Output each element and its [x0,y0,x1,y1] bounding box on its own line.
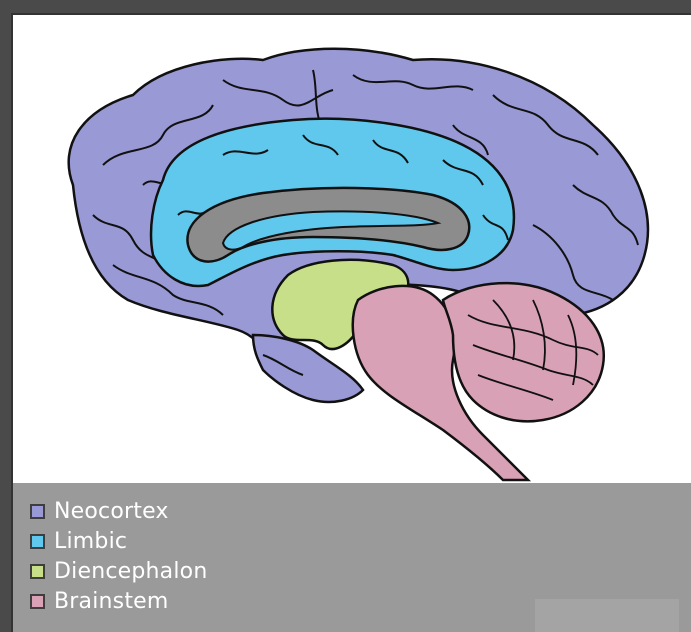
legend-item-limbic: Limbic [30,527,127,555]
legend-item-diencephalon: Diencephalon [30,557,207,585]
legend-label-limbic: Limbic [54,529,127,554]
legend-label-neocortex: Neocortex [54,499,169,524]
brain-diagram [13,15,691,483]
legend-label-diencephalon: Diencephalon [54,559,207,584]
legend-swatch-diencephalon [30,564,45,579]
temporal-lobe-region [253,335,363,402]
legend-label-brainstem: Brainstem [54,589,169,614]
legend-swatch-brainstem [30,594,45,609]
legend: Neocortex Limbic Diencephalon Brainstem [13,483,691,632]
legend-swatch-limbic [30,534,45,549]
legend-item-brainstem: Brainstem [30,587,169,615]
legend-swatch-neocortex [30,504,45,519]
legend-item-neocortex: Neocortex [30,497,169,525]
content-panel: Neocortex Limbic Diencephalon Brainstem [11,13,691,632]
legend-empty-box [535,599,679,632]
